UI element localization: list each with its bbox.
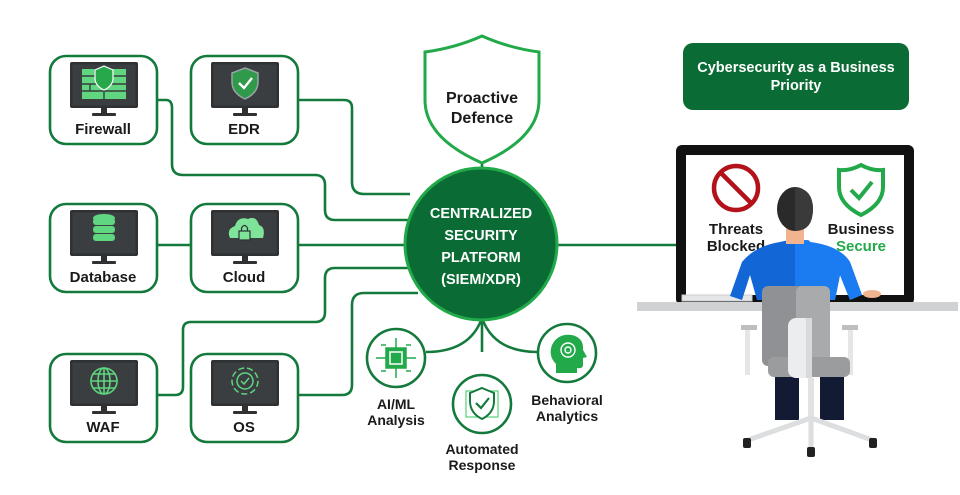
- connector-behavioral: [480, 317, 539, 354]
- shield-label-line2: Defence: [451, 110, 513, 127]
- source-node-os: OS: [189, 352, 300, 444]
- capability-label-line2: Analysis: [367, 412, 425, 428]
- globe-icon: [90, 367, 118, 395]
- hub-label-line4: (SIEM/XDR): [441, 272, 521, 288]
- chip-icon: [376, 338, 416, 378]
- connectors: [157, 98, 676, 397]
- hub-label-line1: CENTRALIZED: [430, 206, 532, 222]
- hub-label-line2: SECURITY: [444, 228, 518, 244]
- source-label: Database: [70, 269, 137, 286]
- shield-check-icon: [231, 67, 259, 100]
- shield-check-icon: [465, 386, 499, 421]
- source-node-cloud: Cloud: [189, 202, 300, 294]
- gear-check-icon: [231, 367, 259, 395]
- capability-label-line1: AI/ML: [377, 396, 416, 412]
- threats-label-line2: Blocked: [707, 238, 765, 255]
- connector-firewall: [157, 98, 410, 222]
- connector-edr: [298, 98, 410, 196]
- capability-label-line2: Response: [449, 457, 516, 473]
- banner-text: Cybersecurity as a Business Priority: [697, 59, 895, 94]
- cloud-lock-icon: [228, 217, 264, 241]
- analyst-workstation-illustration: Threats Blocked Business Secure: [637, 145, 958, 457]
- office-chair: [741, 286, 877, 457]
- source-node-database: Database: [48, 202, 159, 294]
- connector-os: [298, 291, 418, 397]
- firewall-icon: [82, 65, 126, 99]
- source-node-firewall: Firewall: [48, 54, 159, 146]
- brain-head-icon: [550, 334, 587, 373]
- business-label-line1: Business: [828, 221, 895, 238]
- central-platform-hub: CENTRALIZED SECURITY PLATFORM (SIEM/XDR): [403, 166, 559, 322]
- person: [730, 187, 881, 300]
- shield-label-line1: Proactive: [446, 90, 518, 107]
- source-node-waf: WAF: [48, 352, 159, 444]
- proactive-defence-shield: Proactive Defence: [423, 34, 541, 165]
- threats-label-line1: Threats: [709, 221, 763, 238]
- connector-waf: [157, 266, 410, 397]
- prohibited-icon: [711, 163, 761, 213]
- capability-label-line1: Automated: [445, 441, 518, 457]
- capability-automated-response: Automated Response: [445, 373, 519, 473]
- source-label: WAF: [86, 419, 119, 436]
- business-priority-banner: Cybersecurity as a Business Priority: [683, 43, 909, 110]
- source-node-edr: EDR: [189, 54, 300, 146]
- database-icon: [93, 214, 115, 241]
- capability-behavioral-analytics: Behavioral Analytics: [531, 322, 603, 424]
- capability-label-line1: Behavioral: [531, 392, 603, 408]
- keyboard: [681, 294, 753, 302]
- source-label: Firewall: [75, 121, 131, 138]
- source-label: EDR: [228, 121, 260, 138]
- source-label: Cloud: [223, 269, 266, 286]
- capability-label-line2: Analytics: [536, 408, 598, 424]
- business-label-line2: Secure: [836, 238, 886, 255]
- capability-aiml: AI/ML Analysis: [365, 327, 427, 428]
- connector-aiml: [425, 317, 484, 354]
- source-label: OS: [233, 419, 255, 436]
- hub-label-line3: PLATFORM: [441, 250, 520, 266]
- secure-shield-icon: [837, 162, 885, 218]
